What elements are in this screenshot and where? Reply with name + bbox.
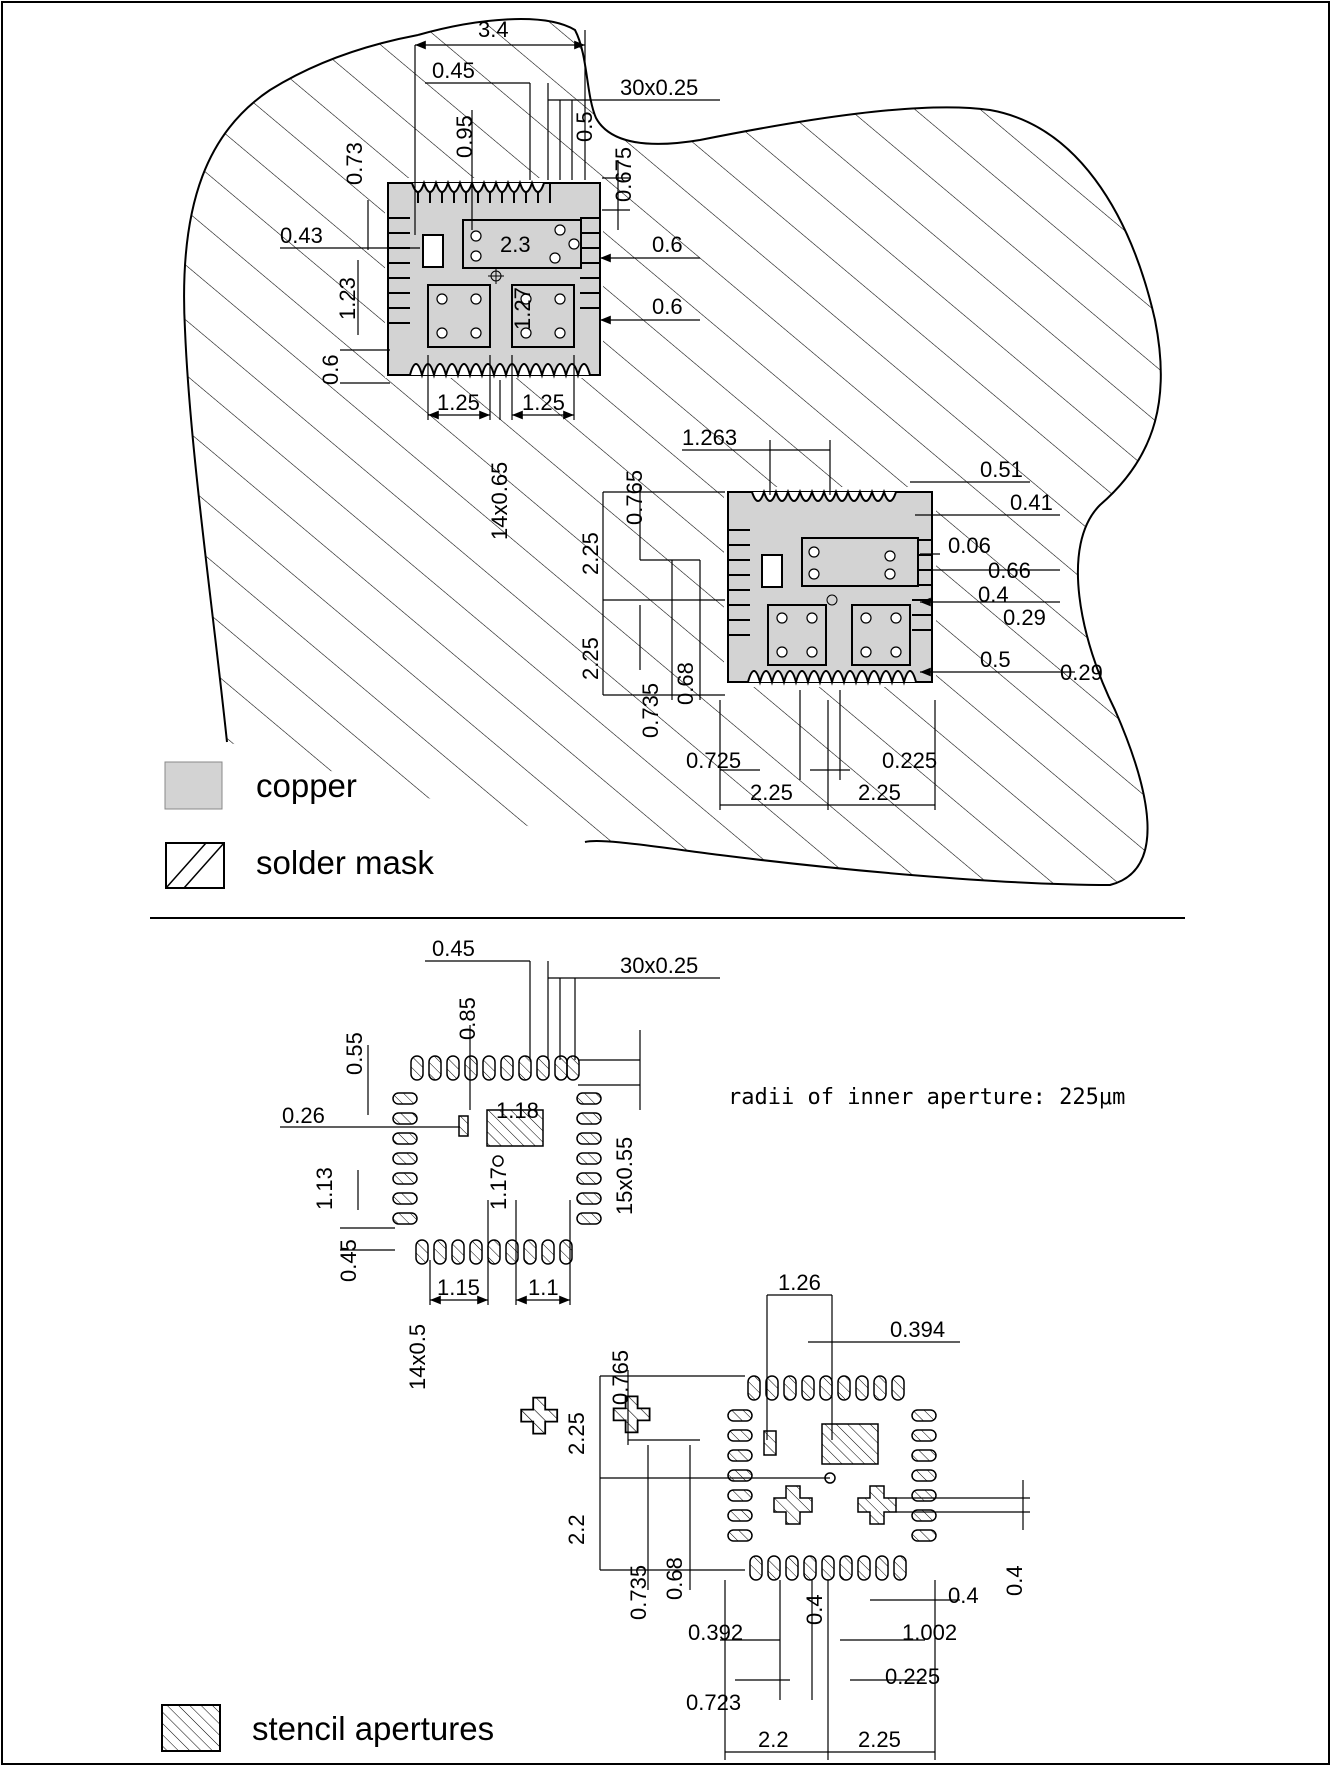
dim-d12: 1.002 [902, 1620, 957, 1645]
dim-b7: 0.66 [988, 558, 1031, 583]
dim-a15: 1.25 [437, 390, 480, 415]
package-b-footprint [724, 487, 936, 687]
dim-a7: 0.675 [611, 147, 636, 202]
dim-d15: 2.2 [758, 1727, 789, 1752]
solder-mask-swatch [165, 842, 225, 889]
bottom-dimensions: 0.45 30x0.25 0.85 0.55 0.26 1.18 15x0.55… [282, 936, 1125, 1752]
dim-c10: 0.45 [336, 1239, 361, 1282]
dim-b5: 2.25 [578, 532, 603, 575]
dim-a12: 1.27 [510, 287, 535, 330]
dim-d8: 0.4 [802, 1594, 827, 1625]
copper-swatch [164, 761, 223, 810]
dim-a6: 0.73 [342, 142, 367, 185]
dim-d16: 2.25 [858, 1727, 901, 1752]
dim-b9: 2.25 [578, 637, 603, 680]
dim-b6: 0.06 [948, 533, 991, 558]
dim-a10: 0.6 [652, 232, 683, 257]
dim-b8: 0.4 [978, 582, 1009, 607]
dim-a11: 1.23 [335, 277, 360, 320]
legend-bottom: stencil apertures [161, 1704, 494, 1752]
dim-c8: 1.13 [312, 1167, 337, 1210]
dim-d13: 0.225 [885, 1664, 940, 1689]
dim-a16: 1.25 [522, 390, 565, 415]
stencil-package-b [727, 1375, 937, 1581]
dim-d7: 0.68 [662, 1557, 687, 1600]
dim-c13: 14x0.5 [405, 1324, 430, 1390]
dim-a8: 0.43 [280, 223, 323, 248]
dim-d10: 0.4 [1002, 1565, 1027, 1596]
dim-b12: 0.29 [1060, 660, 1103, 685]
legend-copper-label: copper [256, 767, 357, 804]
dim-b11: 0.5 [980, 647, 1011, 672]
dim-c5: 0.26 [282, 1103, 325, 1128]
legend-stencil-label: stencil apertures [252, 1710, 494, 1747]
dim-d14: 0.723 [686, 1690, 741, 1715]
dim-c4: 0.55 [342, 1032, 367, 1075]
dim-a1: 3.4 [478, 17, 509, 42]
dim-d3: 0.765 [608, 1350, 633, 1405]
dim-c3: 0.85 [455, 997, 480, 1040]
stencil-swatch [161, 1704, 221, 1752]
dim-a2: 0.45 [432, 58, 475, 83]
dim-b16: 0.225 [882, 748, 937, 773]
dim-c12: 1.1 [528, 1275, 559, 1300]
dim-b14: 0.68 [673, 662, 698, 705]
dim-d4: 2.25 [564, 1412, 589, 1455]
dim-a3: 30x0.25 [620, 75, 698, 100]
dim-b4: 0.41 [1010, 490, 1053, 515]
dim-a5: 0.95 [452, 115, 477, 158]
dim-c2: 30x0.25 [620, 953, 698, 978]
dim-a13: 0.6 [652, 294, 683, 319]
legend-top: copper solder mask [164, 761, 434, 889]
dimension-lines-bottom [280, 960, 1030, 1760]
dim-b15: 0.725 [686, 748, 741, 773]
dim-c11: 1.15 [437, 1275, 480, 1300]
stencil-package-a [392, 1055, 651, 1435]
dim-a9: 2.3 [500, 232, 531, 257]
dim-d1: 1.26 [778, 1270, 821, 1295]
dim-d11: 0.392 [688, 1620, 743, 1645]
dim-b18: 2.25 [858, 780, 901, 805]
dim-b1: 1.263 [682, 425, 737, 450]
legend-solder-mask-label: solder mask [256, 844, 434, 881]
dim-b2: 0.765 [622, 470, 647, 525]
dim-c9: 1.17 [486, 1167, 511, 1210]
dim-d9: 0.4 [948, 1583, 979, 1608]
dim-c6: 1.18 [496, 1098, 539, 1123]
dim-c1: 0.45 [432, 936, 475, 961]
dim-b13: 0.735 [638, 683, 663, 738]
dim-a14: 0.6 [318, 354, 343, 385]
dim-a17: 14x0.65 [487, 462, 512, 540]
top-dimensions: 3.4 0.45 30x0.25 0.5 0.95 0.73 0.675 0.4… [280, 17, 1103, 805]
package-a-footprint [385, 178, 603, 379]
dimension-lines-top [280, 30, 1075, 810]
dim-c7: 15x0.55 [612, 1137, 637, 1215]
dim-b3: 0.51 [980, 457, 1023, 482]
dim-d6: 0.735 [626, 1565, 651, 1620]
solder-mask-region [183, 18, 1162, 887]
dim-b10: 0.29 [1003, 605, 1046, 630]
dim-d2: 0.394 [890, 1317, 945, 1342]
dim-b17: 2.25 [750, 780, 793, 805]
dim-d5: 2.2 [564, 1514, 589, 1545]
aperture-radius-note: radii of inner aperture: 225μm [728, 1085, 1125, 1110]
dim-a4: 0.5 [572, 111, 597, 142]
